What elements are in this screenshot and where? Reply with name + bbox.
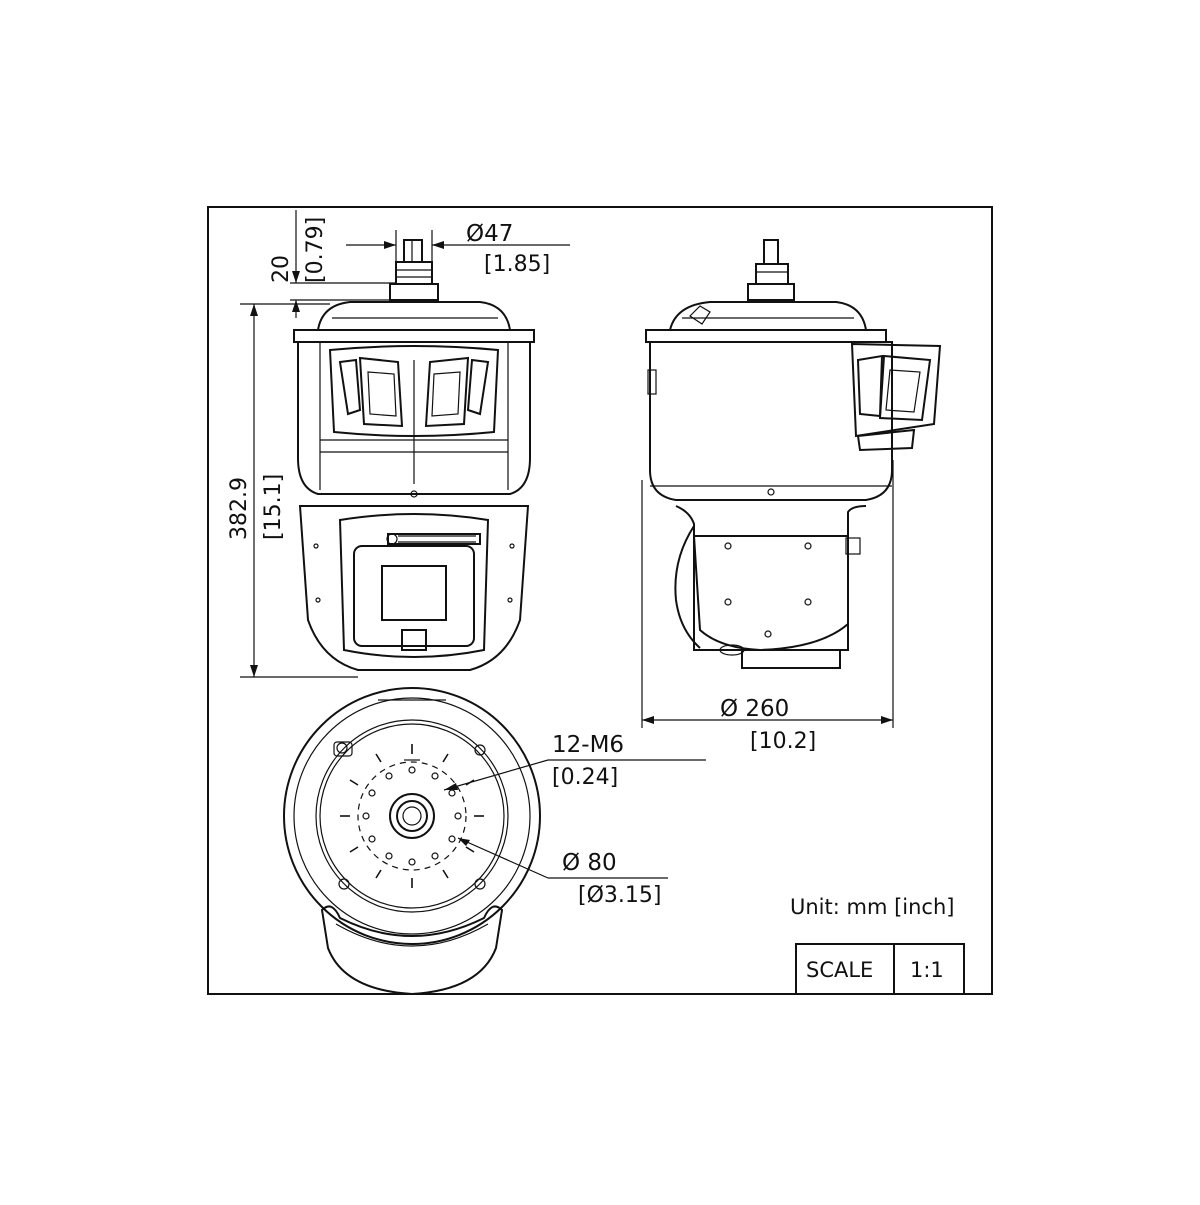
top-diameter-inch-label: [1.85]: [484, 252, 550, 277]
bottom-view: [283, 687, 541, 996]
screw-spec-label: 12-M6: [552, 732, 624, 758]
unit-note: Unit: mm [inch]: [790, 895, 954, 919]
top-height-inch-label: [0.79]: [303, 217, 328, 283]
front-view: [293, 239, 535, 671]
total-height-inch-label: [15.1]: [261, 474, 286, 540]
bottom-dimensions: [443, 759, 706, 879]
top-diameter-label: Ø47: [466, 221, 513, 247]
bolt-circle-label: Ø 80: [562, 850, 617, 876]
base-diameter-inch-label: [10.2]: [750, 729, 816, 754]
drawing-frame: [207, 206, 993, 995]
bolt-circle-inch-label: [Ø3.15]: [578, 883, 661, 908]
scale-label: SCALE: [806, 958, 873, 982]
scale-box: [795, 943, 965, 995]
screw-spec-inch-label: [0.24]: [552, 765, 618, 790]
scale-value: 1:1: [910, 958, 944, 982]
base-diameter-label: Ø 260: [720, 696, 789, 722]
top-height-label: 20: [269, 255, 294, 283]
side-dimensions: [641, 460, 894, 728]
side-view: [645, 239, 942, 669]
front-dimensions: [240, 210, 570, 678]
total-height-label: 382.9: [227, 477, 252, 540]
